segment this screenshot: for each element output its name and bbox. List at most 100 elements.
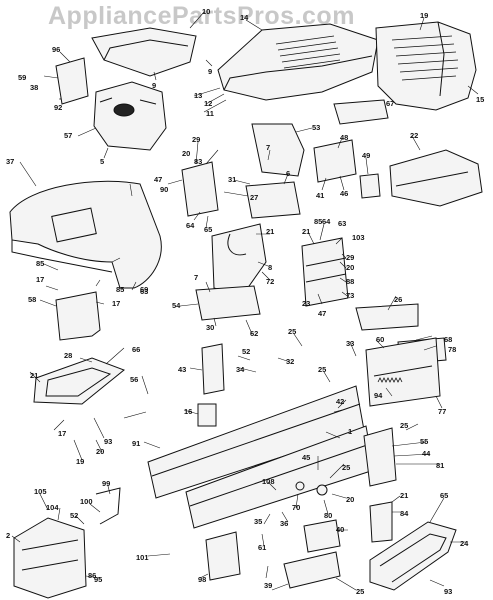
steering-support[interactable]: [211, 223, 267, 297]
hood-support[interactable]: [333, 99, 389, 125]
callout: 5: [100, 157, 104, 166]
right-footrest[interactable]: [369, 521, 457, 591]
callout: 23: [302, 299, 310, 308]
mounting-plate[interactable]: [55, 57, 89, 105]
cover-plate[interactable]: [355, 303, 419, 331]
callout: 13: [194, 91, 202, 100]
callout: 84: [400, 509, 409, 518]
callout: 58: [28, 295, 36, 304]
heat-shield[interactable]: [251, 123, 305, 177]
callout: 12: [204, 99, 212, 108]
callout: 99: [102, 479, 110, 488]
callout: 64: [322, 217, 331, 226]
callout: 21: [30, 371, 38, 380]
callout: 21: [400, 491, 408, 500]
callout: 25: [318, 365, 326, 374]
rear-bracket[interactable]: [201, 343, 225, 395]
callout: 101: [136, 553, 149, 562]
callout: 19: [420, 11, 428, 20]
callout: 39: [264, 581, 272, 590]
front-axle-bracket[interactable]: [363, 427, 397, 487]
callout: 80: [324, 511, 332, 520]
callout: 41: [316, 191, 324, 200]
callout: 20: [346, 263, 354, 272]
callout: 11: [206, 109, 214, 118]
callout: 64: [186, 221, 195, 230]
callout: 93: [444, 587, 452, 596]
callout: 6: [286, 169, 290, 178]
callout: 57: [64, 131, 72, 140]
callout: 36: [280, 519, 288, 528]
seat-bracket[interactable]: [55, 291, 101, 341]
callout: 78: [448, 345, 456, 354]
callout: 85: [314, 217, 322, 226]
fuel-tank-housing[interactable]: [93, 81, 167, 151]
callout: 17: [36, 275, 44, 284]
grille-housing[interactable]: [375, 21, 477, 111]
left-footrest[interactable]: [33, 357, 125, 405]
drag-link[interactable]: [95, 487, 121, 525]
callout: 38: [30, 83, 38, 92]
pivot-80: [316, 484, 328, 496]
callout: 93: [104, 437, 112, 446]
callout: 9: [152, 81, 156, 90]
callout: 16: [184, 407, 192, 416]
callout: 14: [240, 13, 249, 22]
callout: 62: [250, 329, 258, 338]
callout: 21: [302, 227, 310, 236]
lift-lever-bracket[interactable]: [365, 337, 441, 407]
callout: 47: [318, 309, 326, 318]
callout: 52: [70, 511, 78, 520]
callout: 66: [132, 345, 140, 354]
hood[interactable]: [217, 23, 379, 101]
dash-bracket[interactable]: [181, 161, 219, 217]
callout: 83: [194, 157, 202, 166]
callout: 63: [140, 287, 148, 296]
callout: 24: [460, 539, 469, 548]
callout: 2: [6, 531, 10, 540]
callout: 20: [96, 447, 104, 456]
callout: 91: [132, 439, 140, 448]
axle-support[interactable]: [303, 519, 341, 553]
callout: 95: [94, 575, 102, 584]
bushing-plate[interactable]: [197, 403, 217, 427]
callout: 77: [438, 407, 446, 416]
callout: 47: [154, 175, 162, 184]
lower-plate[interactable]: [283, 551, 341, 589]
callout: 88: [346, 277, 354, 286]
callout: 53: [312, 123, 320, 132]
callout: 81: [436, 461, 444, 470]
front-bumper[interactable]: [13, 517, 87, 599]
callout: 33: [346, 339, 354, 348]
callout: 98: [198, 575, 206, 584]
callout: 26: [394, 295, 402, 304]
callout: 92: [54, 103, 62, 112]
callout: 46: [340, 189, 348, 198]
callout: 86: [88, 571, 96, 580]
callout: 27: [250, 193, 258, 202]
bracket-84[interactable]: [369, 501, 393, 543]
skid-plate[interactable]: [205, 531, 241, 581]
callout: 73: [346, 291, 354, 300]
throttle-bracket[interactable]: [313, 139, 357, 183]
steering-console[interactable]: [245, 181, 301, 219]
callout: 52: [242, 347, 250, 356]
callout: 59: [18, 73, 26, 82]
callout: 25: [356, 587, 364, 596]
callout: 19: [76, 457, 84, 466]
floor-plate[interactable]: [195, 285, 261, 321]
callout: 15: [476, 95, 484, 104]
callout: 29: [192, 135, 200, 144]
pedal-bracket[interactable]: [301, 237, 349, 307]
callout: 17: [112, 299, 120, 308]
callout: 25: [400, 421, 408, 430]
callout: 25: [342, 463, 350, 472]
callout: 30: [206, 323, 214, 332]
callout: 34: [236, 365, 245, 374]
watermark-text: AppliancePartsPros.com: [48, 2, 355, 30]
callout: 94: [374, 391, 383, 400]
choke-plate[interactable]: [359, 173, 381, 199]
callout: 40: [336, 525, 344, 534]
pivot-70: [295, 481, 305, 491]
callout: 32: [286, 357, 294, 366]
